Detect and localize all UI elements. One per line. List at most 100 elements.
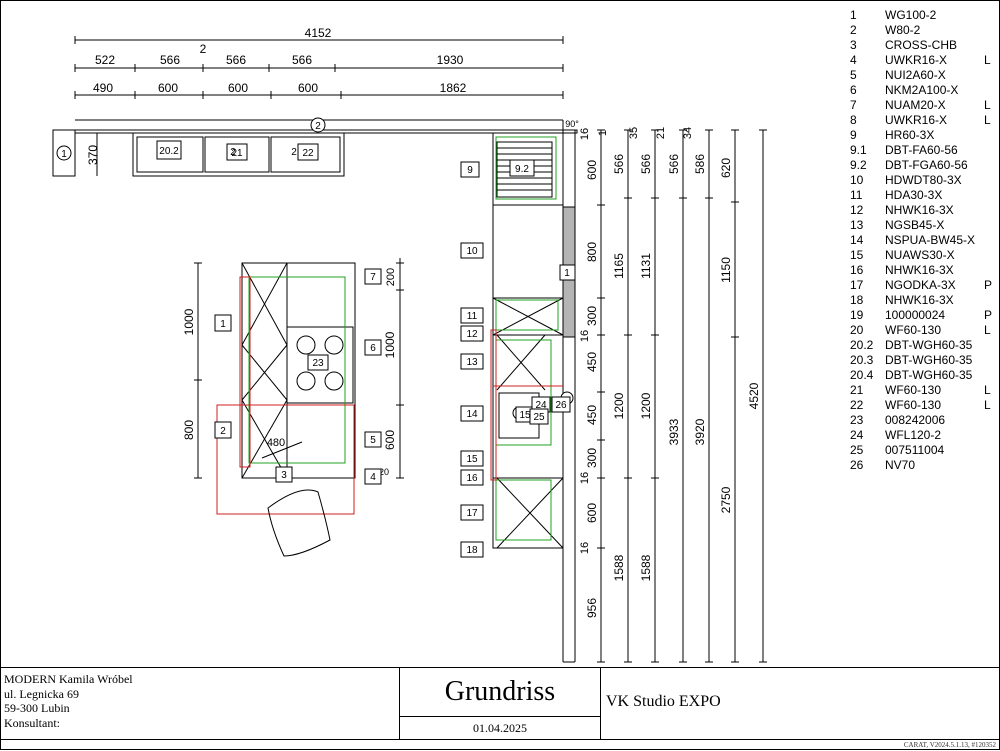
legend-number: 4 bbox=[850, 53, 857, 67]
dim-rc-1: 35 bbox=[628, 127, 640, 139]
dim-ra-9: 16 bbox=[579, 472, 591, 484]
dim-row1-1: 522 bbox=[95, 53, 115, 67]
island-tag-3-label: 3 bbox=[281, 470, 287, 481]
legend-number: 19 bbox=[850, 308, 864, 322]
legend-number: 20 bbox=[850, 323, 864, 337]
legend-number: 3 bbox=[850, 38, 857, 52]
wall-small-2b: 2 bbox=[291, 147, 297, 158]
dim-rb-2: 566 bbox=[612, 154, 626, 174]
legend-flag: L bbox=[984, 98, 991, 112]
legend-code: DBT-WGH60-35 bbox=[885, 353, 973, 367]
dim-ra-5: 16 bbox=[579, 330, 591, 342]
dim-re-2: 586 bbox=[693, 154, 707, 174]
wall-tag-21 bbox=[226, 143, 248, 161]
circle-tag-1-label: 1 bbox=[61, 149, 67, 160]
dim-rc-2: 566 bbox=[639, 154, 653, 174]
drawing-title: Grundriss bbox=[399, 668, 601, 717]
island-tag-6-label: 6 bbox=[370, 343, 376, 354]
legend-code: NSPUA-BW45-X bbox=[885, 233, 976, 247]
dim-row1-2: 566 bbox=[160, 53, 180, 67]
wall-tag-20-2-label: 20.2 bbox=[159, 146, 179, 157]
legend-code: 008242006 bbox=[885, 413, 946, 427]
legend-code: NGODKA-3X bbox=[885, 278, 956, 292]
legend-number: 15 bbox=[850, 248, 864, 262]
legend-code: NUI2A60-X bbox=[885, 68, 946, 82]
right-tag-15b-label: 15 bbox=[519, 410, 531, 421]
circle-tag-26 bbox=[551, 396, 571, 413]
legend-code: HR60-3X bbox=[885, 128, 935, 142]
island-dim-right bbox=[396, 258, 404, 479]
island-tag-2-label: 2 bbox=[220, 426, 226, 437]
right-run bbox=[492, 120, 576, 663]
dim-rb-1: 1 bbox=[597, 130, 609, 136]
legend-number: 5 bbox=[850, 68, 857, 82]
dim-ra-1: 16 bbox=[579, 128, 591, 140]
circle-tag-1 bbox=[56, 145, 72, 161]
legend-number: 10 bbox=[850, 173, 864, 187]
legend-code: HDA30-3X bbox=[885, 188, 943, 202]
legend-code: WF60-130 bbox=[885, 323, 942, 337]
island-tag-2 bbox=[214, 421, 232, 439]
arc-radius-line bbox=[261, 441, 303, 459]
legend-number: 14 bbox=[850, 233, 864, 247]
dim-ra-2: 600 bbox=[585, 160, 599, 180]
right-tag-11 bbox=[460, 307, 484, 324]
company-info: MODERN Kamila Wróbel ul. Legnicka 69 59-… bbox=[4, 672, 133, 730]
island-tag-3 bbox=[275, 466, 293, 483]
legend-code: W80-2 bbox=[885, 23, 921, 37]
dim-row2-3: 600 bbox=[228, 81, 248, 95]
dim-ra-8: 300 bbox=[585, 448, 599, 468]
legend-code: NUAM20-X bbox=[885, 98, 946, 112]
right-tag-16-label: 16 bbox=[466, 473, 478, 484]
circle-tag-26-label: 26 bbox=[555, 400, 567, 411]
dim-rd-1: 21 bbox=[655, 127, 667, 139]
right-tag-15 bbox=[460, 450, 484, 467]
dim-rb-3: 1165 bbox=[612, 253, 626, 279]
island-tag-1 bbox=[214, 314, 232, 332]
island-tag-23 bbox=[307, 354, 329, 371]
right-tag-14-label: 14 bbox=[466, 409, 478, 420]
right-tag-9-2-label: 9.2 bbox=[515, 164, 529, 175]
stool-shape bbox=[267, 489, 331, 557]
title-block: MODERN Kamila Wróbel ul. Legnicka 69 59-… bbox=[0, 667, 1000, 751]
legend-flag: L bbox=[984, 383, 991, 397]
dim-rf-1: 620 bbox=[719, 158, 733, 178]
legend-number: 13 bbox=[850, 218, 864, 232]
right-red-outline bbox=[490, 329, 497, 481]
circle-tag-2 bbox=[310, 117, 326, 133]
legend-code: NUAWS30-X bbox=[885, 248, 955, 262]
dim-re-1: 34 bbox=[682, 127, 694, 139]
right-tag-18 bbox=[460, 541, 484, 558]
right-tag-10 bbox=[460, 242, 484, 259]
dim-ra-6: 450 bbox=[585, 352, 599, 372]
dim-rd-2: 566 bbox=[667, 154, 681, 174]
legend-flag: L bbox=[984, 53, 991, 67]
legend-number: 24 bbox=[850, 428, 864, 442]
dim-row2-1: 490 bbox=[93, 81, 113, 95]
right-tag-12 bbox=[460, 325, 484, 342]
legend-number: 1 bbox=[850, 8, 857, 22]
dim-rc-5: 1588 bbox=[639, 554, 653, 581]
right-dim-lines bbox=[600, 130, 764, 662]
legend-code: UWKR16-X bbox=[885, 113, 948, 127]
top-dimensions bbox=[75, 39, 563, 121]
right-tag-13 bbox=[460, 353, 484, 370]
right-tag-1 bbox=[559, 264, 576, 281]
drawing-date: 01.04.2025 bbox=[399, 717, 601, 739]
wall-tag-20-2 bbox=[156, 140, 182, 160]
dim-ra-12: 956 bbox=[585, 598, 599, 618]
island-tag-4 bbox=[364, 468, 382, 485]
dim-island-right-3: 600 bbox=[383, 430, 397, 450]
legend-code: NKM2A100-X bbox=[885, 83, 959, 97]
dim-row1-5: 1930 bbox=[437, 53, 464, 67]
